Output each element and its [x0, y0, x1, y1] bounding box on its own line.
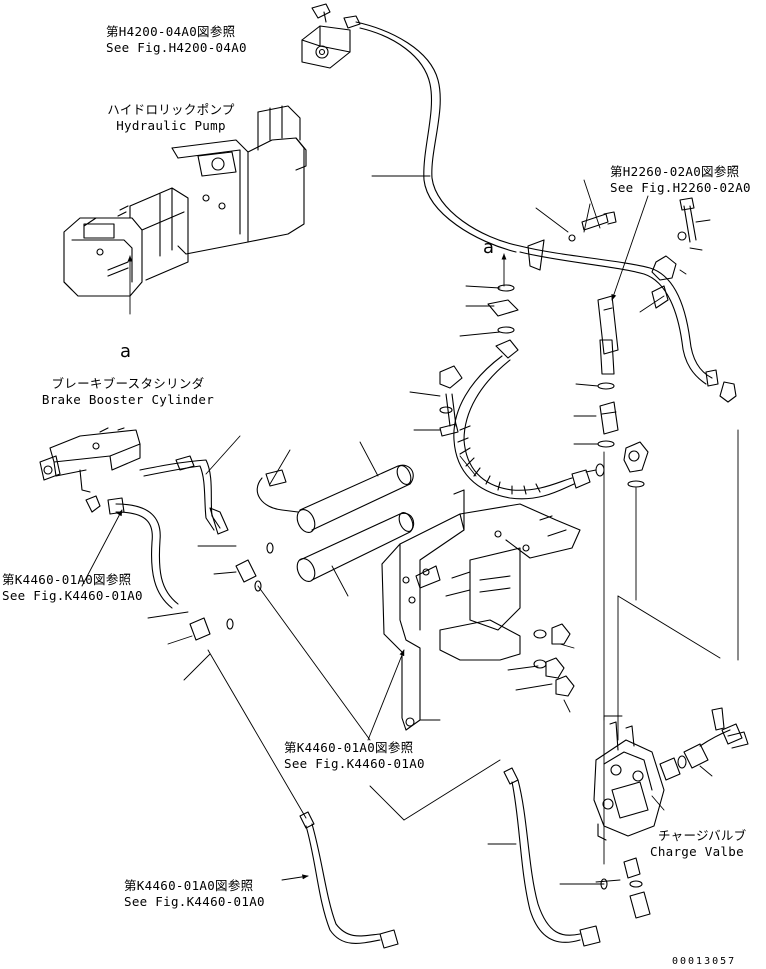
hydraulic-pump-label-jp: ハイドロリックポンプ — [107, 102, 235, 117]
middle-hose — [440, 285, 590, 499]
brake-booster-cylinder — [40, 428, 140, 512]
bolts-top-right — [569, 198, 696, 308]
small-fittings-left — [190, 543, 273, 640]
right-fittings — [596, 296, 648, 487]
charge-valve-label-jp: チャージバルブ — [658, 828, 747, 843]
accumulators — [257, 463, 415, 584]
brake-booster-label-jp: ブレーキブースタシリンダ — [51, 376, 205, 391]
upper-hose — [344, 16, 736, 402]
hydraulic-pump-label-en: Hydraulic Pump — [116, 118, 226, 133]
manifold-block — [302, 4, 350, 68]
nuts-washers — [534, 624, 574, 696]
mounting-bracket — [382, 490, 580, 730]
ref-k4460-mid-label-en: See Fig.K4460-01A0 — [284, 756, 425, 771]
brake-booster-label-en: Brake Booster Cylinder — [41, 392, 215, 407]
ref-h2260-label-jp: 第H2260-02A0図参照 — [610, 164, 740, 179]
callout-lines — [82, 176, 738, 884]
document-number: 00013057 — [672, 956, 737, 967]
ref-k4460-mid-label-jp: 第K4460-01A0図参照 — [284, 740, 414, 755]
hydraulic-pump — [64, 106, 306, 296]
charge-valve — [594, 708, 748, 918]
ref-k4460-bottom-label-jp: 第K4460-01A0図参照 — [124, 878, 254, 893]
ref-h2260-label-en: See Fig.H2260-02A0 — [610, 180, 751, 195]
ref-h4200-label-en: See Fig.H4200-04A0 — [106, 40, 247, 55]
view-a-marker-top: a — [483, 237, 495, 258]
view-a-marker-pump: a — [120, 341, 132, 362]
ref-k4460-bottom-label-en: See Fig.K4460-01A0 — [124, 894, 265, 909]
ref-h4200-label-jp: 第H4200-04A0図参照 — [106, 24, 236, 39]
lower-hoses — [300, 768, 600, 948]
ref-k4460-left-label-jp: 第K4460-01A0図参照 — [2, 572, 132, 587]
ref-k4460-left-label-en: See Fig.K4460-01A0 — [2, 588, 143, 603]
brake-hoses — [108, 456, 228, 608]
charge-valve-label-en: Charge Valbe — [650, 844, 744, 859]
